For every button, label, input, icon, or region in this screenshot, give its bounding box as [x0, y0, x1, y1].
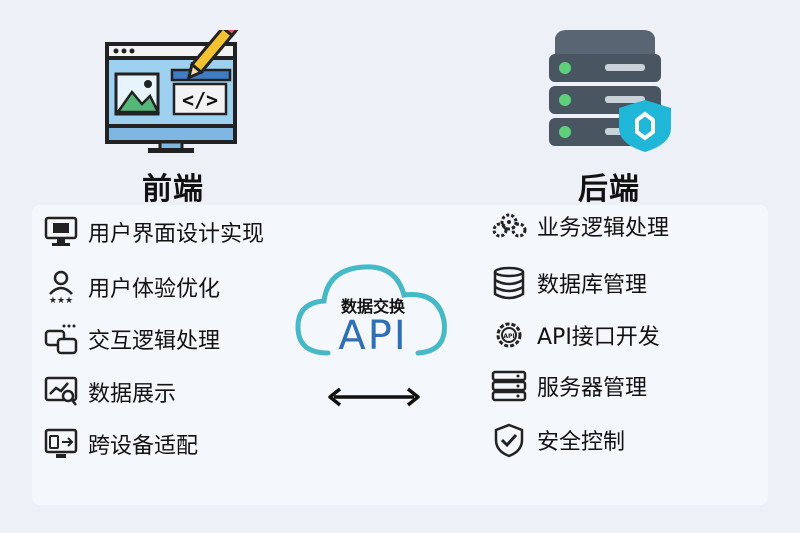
backend-item-label: 数据库管理 — [537, 273, 648, 298]
double-arrow-icon — [328, 387, 420, 407]
svg-text:</>: </> — [182, 88, 218, 112]
data-exchange-label: 数据交换 — [340, 297, 405, 316]
backend-title: 后端 — [578, 172, 640, 207]
frontend-item-label: 跨设备适配 — [88, 434, 199, 459]
server-rack-icon — [491, 370, 527, 402]
chat-interaction-icon — [44, 324, 78, 355]
monitor-code-icon: </> — [105, 30, 240, 153]
gears-icon — [492, 213, 527, 238]
user-rating-icon: ★★★ — [49, 270, 73, 304]
svg-text:★★★: ★★★ — [49, 296, 73, 304]
backend-item-business: 业务逻辑处理 — [491, 210, 669, 242]
backend-item-label: 业务逻辑处理 — [537, 216, 670, 241]
server-security-icon — [549, 30, 671, 152]
backend-item-label: 服务器管理 — [537, 376, 648, 401]
frontend-item-responsive: 跨设备适配 — [44, 428, 198, 460]
frontend-item-ux: ★★★ 用户体验优化 — [44, 270, 220, 304]
frontend-item-interaction: 交互逻辑处理 — [44, 323, 220, 355]
api-label: API — [338, 313, 408, 359]
backend-item-label: API接口开发 — [537, 325, 660, 350]
svg-text:API: API — [503, 333, 514, 340]
frontend-item-label: 交互逻辑处理 — [88, 329, 221, 354]
api-gear-icon: API — [496, 322, 522, 348]
backend-item-security: 安全控制 — [491, 422, 625, 458]
ui-monitor-icon — [44, 216, 78, 246]
backend-item-database: 数据库管理 — [491, 266, 647, 300]
content-panel — [32, 205, 768, 505]
backend-item-server: 服务器管理 — [491, 370, 647, 402]
frontend-item-ui: 用户界面设计实现 — [44, 216, 264, 248]
multi-device-icon — [44, 428, 78, 458]
frontend-title: 前端 — [142, 172, 204, 207]
api-cloud: 数据交换 API — [288, 255, 458, 365]
backend-item-label: 安全控制 — [537, 430, 626, 455]
frontend-item-label: 用户界面设计实现 — [88, 222, 265, 247]
backend-item-api: API API接口开发 — [491, 318, 660, 352]
shield-check-icon — [494, 423, 524, 458]
frontend-item-label: 数据展示 — [88, 382, 177, 407]
cloud-icon — [295, 264, 447, 356]
data-chart-icon — [44, 376, 78, 406]
database-icon — [493, 266, 525, 300]
frontend-item-label: 用户体验优化 — [88, 277, 221, 302]
frontend-item-display: 数据展示 — [44, 376, 176, 408]
